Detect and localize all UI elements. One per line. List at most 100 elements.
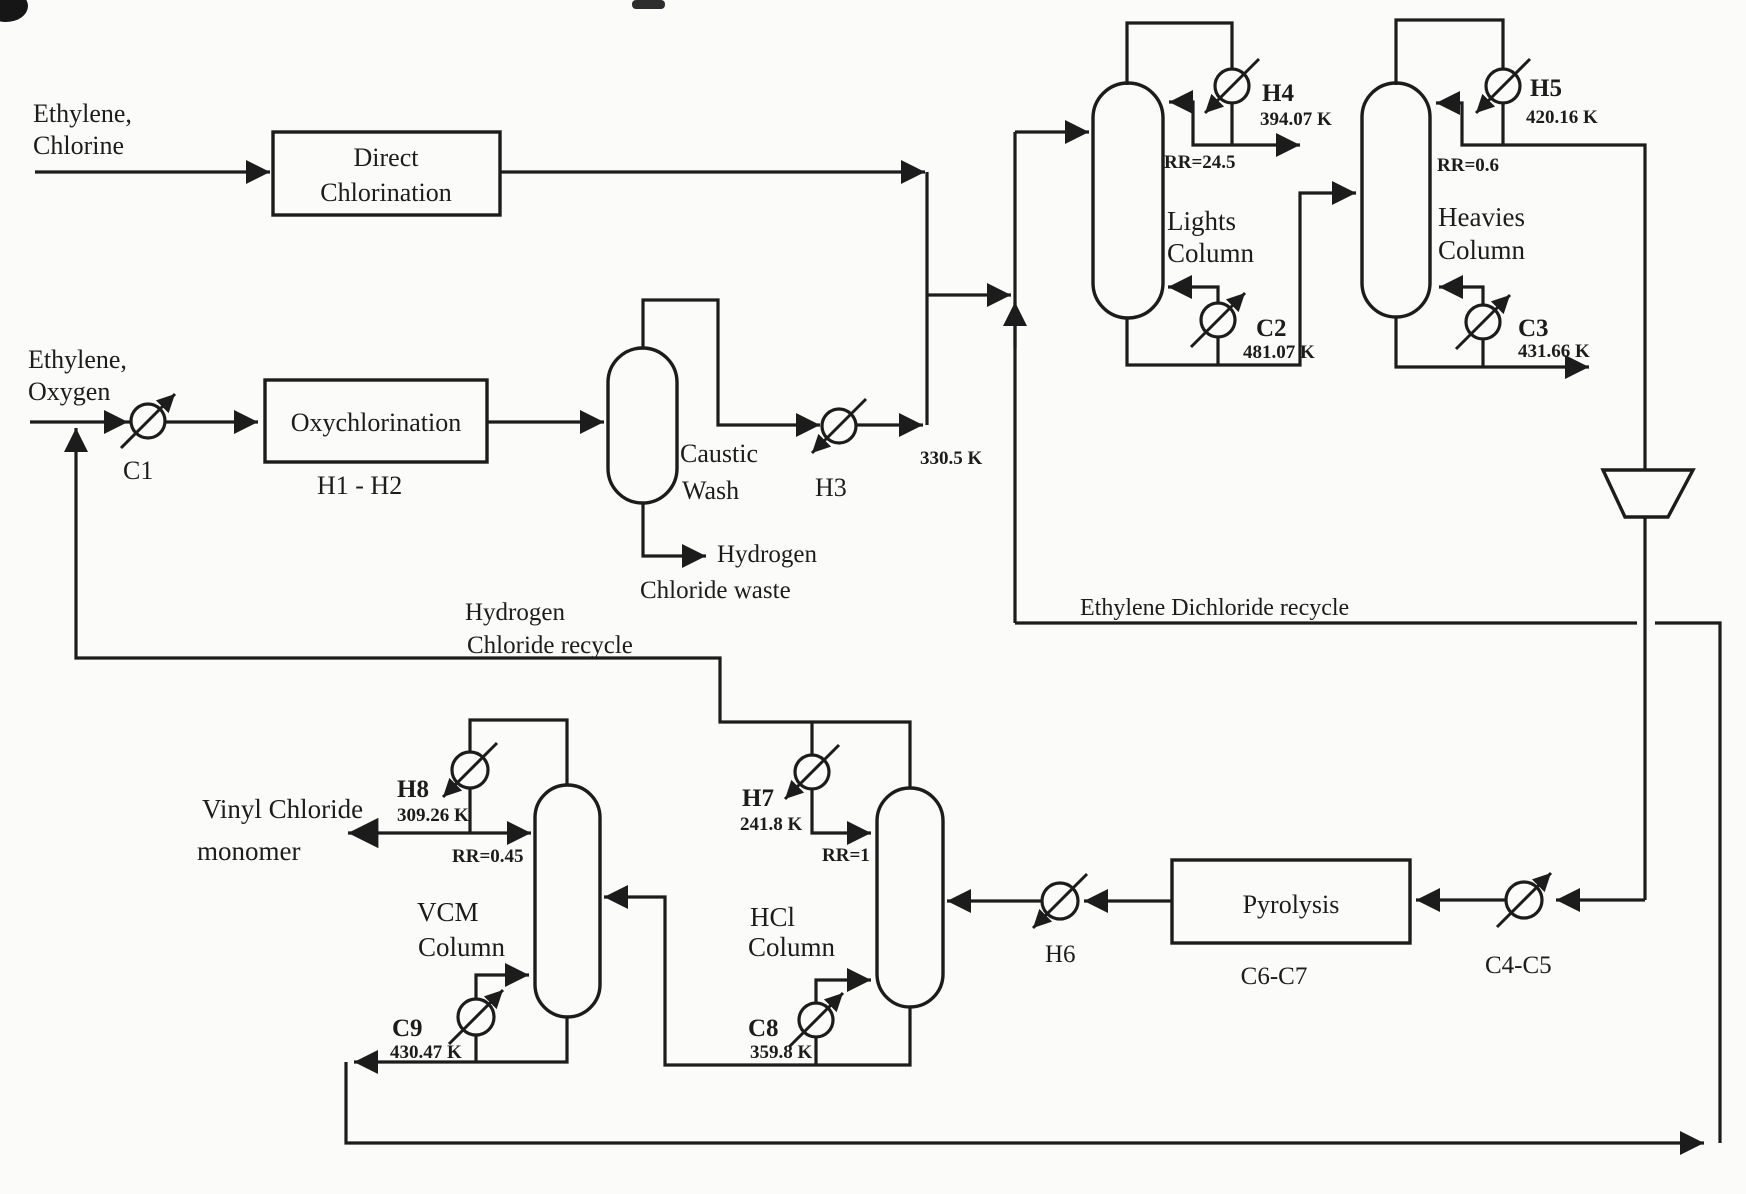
h6-arrow: [1031, 872, 1089, 930]
hcl-column-vessel: [875, 786, 945, 1009]
heavies-reflux-line: [1436, 91, 1503, 147]
c4-c5-arrow: [1495, 871, 1553, 929]
hcl-recycle-label-1: Hydrogen: [465, 599, 565, 626]
c3-arrow: [1454, 293, 1512, 351]
scan-artifact-corner: [0, 0, 28, 22]
h3-heat-exchanger-icon: [810, 397, 868, 455]
c2-temp-label: 481.07 K: [1243, 342, 1315, 363]
c1-heat-exchanger-icon: [119, 392, 177, 450]
h7-temp-label: 241.8 K: [740, 814, 803, 835]
h7-heat-exchanger-icon: [783, 743, 841, 801]
ethylene-chlorine-feed-label-1: Ethylene,: [33, 99, 132, 128]
h8-heat-exchanger-icon: [441, 741, 499, 799]
scan-artifact-top: [632, 0, 665, 9]
ethylene-chlorine-feed-label-2: Chlorine: [33, 131, 124, 160]
h3-outlet-temp-label: 330.5 K: [920, 448, 983, 469]
caustic-wash-label-1: Caustic: [680, 439, 758, 468]
lights-column-label-1: Lights: [1167, 206, 1236, 236]
heavies-column-vessel: [1360, 81, 1432, 319]
caustic-wash-overhead-line: [641, 298, 820, 437]
direct-chlorination-label-1: Direct: [354, 143, 420, 172]
h4-arrow: [1203, 57, 1261, 115]
c3-label: C3: [1518, 315, 1549, 342]
lights-reflux-ratio-label: RR=24.5: [1164, 152, 1236, 173]
c2-heat-exchanger-icon: [1189, 291, 1247, 349]
pyrolysis-reactor: [1170, 858, 1412, 945]
direct-chlorination-label-2: Chlorination: [320, 178, 451, 207]
c1-arrow: [119, 392, 177, 450]
pyrolysis-label: Pyrolysis: [1243, 890, 1340, 919]
vcm-product-label-1: Vinyl Chloride: [202, 794, 363, 824]
h8-label: H8: [397, 776, 429, 803]
h5-arrow: [1474, 57, 1532, 115]
edc-recycle-bottom-line: [344, 1062, 1704, 1155]
h6-heat-exchanger-icon: [1031, 872, 1089, 930]
heavies-column-label-1: Heavies: [1438, 202, 1525, 232]
h7-arrow: [783, 743, 841, 801]
h3-label: H3: [815, 473, 847, 502]
lights-reflux-line: [1169, 90, 1232, 147]
c8-arrow: [787, 991, 845, 1049]
edc-recycle-label: Ethylene Dichloride recycle: [1080, 595, 1349, 621]
hcl-waste-label-2: Chloride waste: [640, 577, 791, 604]
heavies-reflux-ratio-label: RR=0.6: [1437, 155, 1499, 176]
ethylene-oxygen-feed-label-2: Oxygen: [28, 377, 110, 406]
c8-temp-label: 359.8 K: [750, 1042, 813, 1063]
c8-label: C8: [748, 1015, 779, 1042]
h3-arrow: [810, 397, 868, 455]
h6-label: H6: [1045, 941, 1076, 968]
c3-temp-label: 431.66 K: [1518, 341, 1590, 362]
c4-c5-heat-exchanger-icon: [1495, 871, 1553, 929]
h5-heat-exchanger-icon: [1474, 57, 1532, 115]
oxychlorination-reactor: [263, 378, 489, 464]
h4-temp-label: 394.07 K: [1260, 109, 1332, 130]
hcl-column-label-1: HCl: [750, 902, 795, 932]
lights-column-label-2: Column: [1167, 238, 1255, 268]
oxychlorination-label: Oxychlorination: [291, 408, 461, 437]
hcl-bottoms-to-vcm-feed-line: [604, 885, 912, 1067]
c8-heat-exchanger-icon: [787, 991, 845, 1049]
hcl-waste-label-1: Hydrogen: [717, 541, 817, 568]
caustic-wash-vessel: [606, 346, 679, 505]
h8-arrow: [441, 741, 499, 799]
h4-label: H4: [1262, 80, 1294, 107]
hcl-recycle-line: [64, 428, 912, 788]
c9-label: C9: [392, 1015, 423, 1042]
lights-column-vessel: [1091, 81, 1165, 320]
c9-heat-exchanger-icon: [447, 988, 505, 1046]
h5-temp-label: 420.16 K: [1526, 107, 1598, 128]
hcl-reflux-ratio-label: RR=1: [822, 845, 870, 866]
lights-bottoms-to-heavies-feed-line: [1125, 181, 1356, 367]
hcl-recycle-label-2: Chloride recycle: [467, 632, 633, 659]
ethylene-oxygen-feed-label-1: Ethylene,: [28, 345, 127, 374]
heavies-distillate-to-valve-line: [1503, 143, 1647, 470]
c4-c5-label: C4-C5: [1485, 952, 1552, 979]
vcm-reflux-ratio-label: RR=0.45: [452, 846, 524, 867]
c2-reboiler-loop-line: [1168, 275, 1220, 365]
direct-chlorination-reactor: [271, 130, 502, 217]
vcm-column-label-2: Column: [418, 932, 506, 962]
letdown-valve-icon: [1600, 468, 1696, 519]
h7-label: H7: [742, 785, 774, 812]
oxychlorination-exchangers-label: H1 - H2: [317, 471, 402, 500]
caustic-wash-label-2: Wash: [682, 476, 739, 505]
hcl-column-label-2: Column: [748, 932, 836, 962]
c9-arrow: [447, 988, 505, 1046]
c2-arrow: [1189, 291, 1247, 349]
c2-label: C2: [1256, 315, 1287, 342]
heavies-column-label-2: Column: [1438, 235, 1526, 265]
h5-label: H5: [1530, 75, 1562, 102]
hcl-waste-line: [641, 503, 706, 568]
h8-temp-label: 309.26 K: [397, 805, 469, 826]
vcm-column-label-1: VCM: [417, 897, 479, 927]
vcm-column-vessel: [533, 783, 602, 1019]
vcm-bottoms-line: [354, 1017, 569, 1074]
pyrolysis-exchangers-label: C6-C7: [1241, 963, 1308, 990]
c3-heat-exchanger-icon: [1454, 293, 1512, 351]
c9-temp-label: 430.47 K: [390, 1042, 462, 1063]
h4-heat-exchanger-icon: [1203, 57, 1261, 115]
c1-label: C1: [123, 456, 153, 485]
